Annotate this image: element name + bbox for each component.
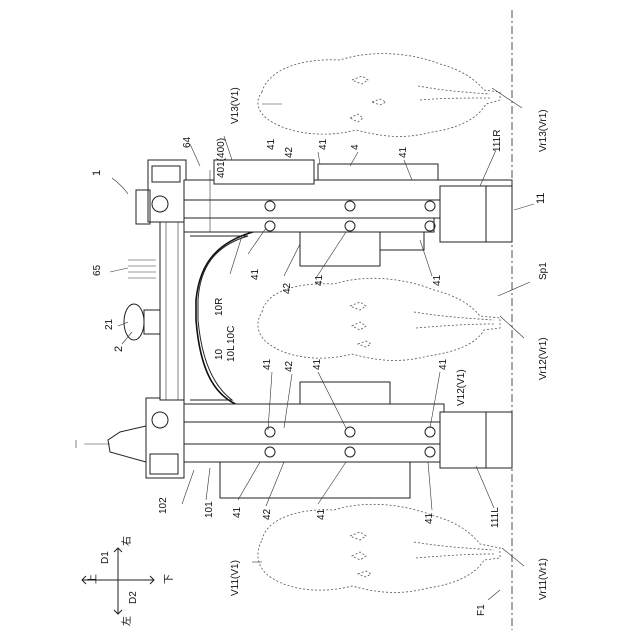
label-42-c: 42 (284, 360, 295, 372)
label-111l: 111L (490, 507, 501, 528)
label-65: 65 (92, 264, 103, 276)
label-41-f: 41 (432, 274, 443, 286)
label-v13: V13(V1) (230, 87, 241, 124)
label-102: 102 (158, 497, 169, 514)
label-11: 11 (535, 193, 547, 204)
compass-d2: D2 (128, 591, 139, 604)
label-41-b: 41 (318, 138, 329, 150)
label-4: 4 (350, 144, 361, 150)
label-42-a: 42 (284, 146, 295, 158)
compass-up: 上 (87, 574, 99, 584)
label-41-a: 41 (266, 138, 277, 150)
label-v12: V12(V1) (456, 369, 467, 406)
label-101: 101 (204, 501, 215, 518)
label-41-l: 41 (424, 512, 435, 524)
label-401: 401(400) (216, 138, 227, 178)
label-42-d: 42 (262, 508, 273, 520)
label-41-i: 41 (438, 358, 449, 370)
label-41-j: 41 (232, 506, 243, 518)
label-vr11: Vr11(Vr1) (538, 558, 549, 600)
label-vr12: Vr12(Vr1) (538, 337, 549, 380)
label-21: 21 (104, 318, 115, 330)
label-41-c: 41 (398, 146, 409, 158)
plant-v11 (258, 504, 500, 592)
direction-compass: D1 D2 上 下 左 右 (82, 536, 175, 626)
label-sp1: Sp1 (538, 262, 549, 280)
label-41-g: 41 (262, 358, 273, 370)
label-10: 10 (214, 348, 225, 360)
label-41-k: 41 (316, 508, 327, 520)
label-10l: 10L (226, 345, 237, 362)
label-41-d: 41 (250, 268, 261, 280)
compass-right: 右 (120, 536, 133, 546)
compass-d1: D1 (100, 551, 111, 564)
label-64: 64 (182, 136, 193, 148)
compass-down: 下 (164, 574, 175, 584)
label-v11: V11(V1) (230, 560, 241, 596)
plant-v13 (258, 54, 500, 137)
label-vr13: Vr13(Vr1) (538, 109, 549, 152)
label-111r: 111R (492, 130, 503, 152)
label-10r: 10R (214, 298, 225, 316)
label-2: 2 (113, 346, 125, 352)
label-1: 1 (91, 170, 103, 176)
machine-frame (76, 160, 512, 498)
compass-left: 左 (120, 616, 133, 626)
label-10c: 10C (226, 326, 237, 344)
plant-v12 (258, 278, 500, 360)
label-41-e: 41 (314, 274, 325, 286)
label-41-h: 41 (312, 358, 323, 370)
label-f1: F1 (476, 604, 487, 616)
label-42-b: 42 (282, 282, 293, 294)
